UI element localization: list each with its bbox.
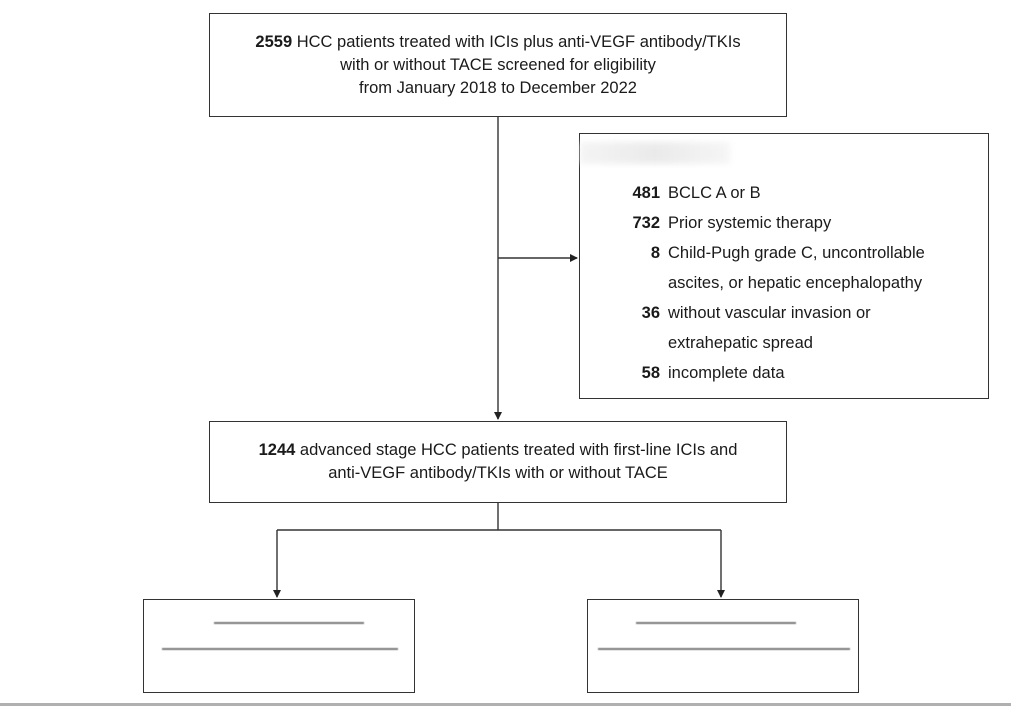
exclusion-text: ascites, or hepatic encephalopathy [668,273,923,292]
bottom-border [0,703,1011,706]
exclusion-count: 58 [641,363,660,382]
included-line-2: anti-VEGF antibody/TKIs with or without … [328,464,668,482]
screened-line-3: from January 2018 to December 2022 [359,78,637,97]
included-line-1: 1244 advanced stage HCC patients treated… [259,439,738,462]
exclusion-text: Child-Pugh grade C, uncontrollable [668,243,925,262]
exclusion-text: extrahepatic spread [668,333,813,352]
exclusion-count: 8 [650,243,660,262]
redacted-line [214,622,364,624]
exclusion-item: 8 Child-Pugh grade C, uncontrollable [602,238,925,268]
screened-count: 2559 [255,32,293,51]
redacted-heading [580,142,730,164]
exclusion-item: 481 BCLC A or B [602,178,925,208]
exclusion-text: incomplete data [668,363,785,382]
exclusion-text: BCLC A or B [668,183,761,202]
exclusion-item: 36 without vascular invasion or [602,298,925,328]
exclusion-item: 732 Prior systemic therapy [602,208,925,238]
redacted-line [598,648,850,650]
included-count: 1244 [258,441,296,459]
redacted-line [162,648,398,650]
exclusion-count: 481 [632,183,660,202]
screened-box: 2559 HCC patients treated with ICIs plus… [209,13,787,117]
included-line-1-text: advanced stage HCC patients treated with… [295,441,738,459]
screened-line-1-text: HCC patients treated with ICIs plus anti… [292,32,741,51]
exclusion-item: 58 incomplete data [602,358,925,388]
redacted-line [636,622,796,624]
group-left-box [143,599,415,693]
exclusion-text: without vascular invasion or [668,303,871,322]
screened-line-1: 2559 HCC patients treated with ICIs plus… [255,31,740,54]
screened-line-2: with or without TACE screened for eligib… [340,55,656,74]
group-right-box [587,599,859,693]
exclusion-count: 36 [641,303,660,322]
exclusion-item: extrahepatic spread [602,328,925,358]
excluded-box: 481 BCLC A or B 732 Prior systemic thera… [579,133,989,399]
exclusion-item: ascites, or hepatic encephalopathy [602,268,925,298]
exclusion-count: 732 [632,213,660,232]
included-box: 1244 advanced stage HCC patients treated… [209,421,787,503]
exclusion-list: 481 BCLC A or B 732 Prior systemic thera… [602,178,925,388]
exclusion-text: Prior systemic therapy [668,213,832,232]
